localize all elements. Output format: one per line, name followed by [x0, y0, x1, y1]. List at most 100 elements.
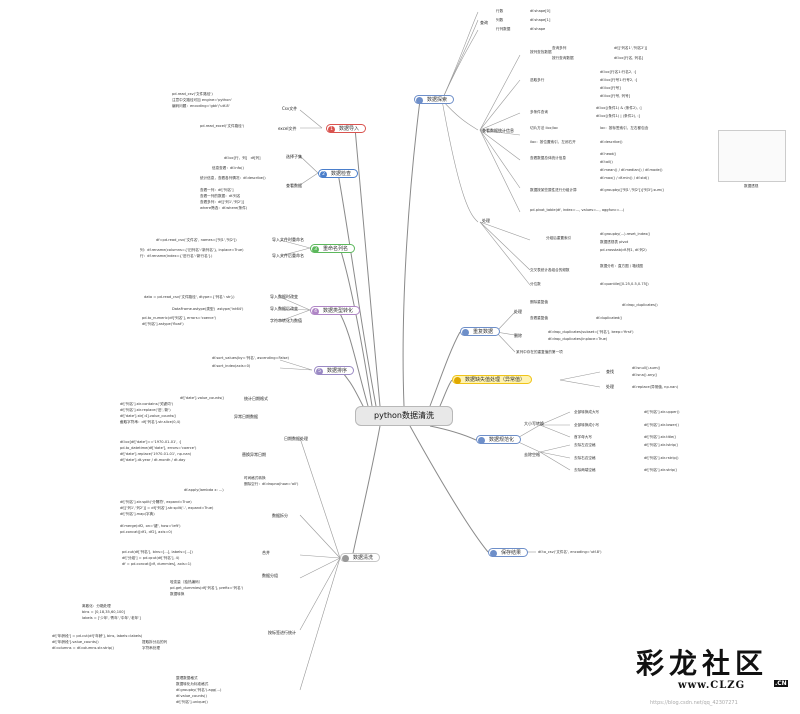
branch-badge — [478, 437, 485, 444]
leaf: 导入文件后重命名 — [272, 253, 304, 258]
leaf: 合并 — [262, 550, 270, 555]
leaf: df.shape[1] — [530, 18, 551, 22]
leaf: df.groupby(...).reset_index() — [600, 232, 651, 236]
leaf: pd.crosstab(df.列1, df.列2) — [600, 248, 647, 252]
branch-clean[interactable]: 数据清洗 — [340, 553, 381, 562]
branch-badge — [342, 555, 349, 562]
leaf: 删除空行：df.dropna(how='all') — [244, 482, 299, 486]
leaf: df['列名'].str.split('分隔符', expand=True) — [120, 500, 192, 504]
leaf: 信息查看：df.info() — [212, 166, 244, 170]
branch-label: 数据导入 — [339, 126, 360, 132]
leaf: df['分组'] = pd.qcut(df['列名'], 4) — [122, 556, 180, 560]
leaf: 导入数据时改变 — [270, 294, 298, 299]
watermark-title: 彩龙社区 — [636, 647, 769, 680]
leaf: df['列名'].str.contains('关键词') — [120, 402, 173, 406]
leaf: 数据按某些属性进行分组计算 — [530, 188, 577, 192]
leaf: df.describe() — [600, 140, 623, 144]
leaf: df.mean() / df.median() / df.mode() — [600, 168, 663, 172]
leaf: 按列查找数据 — [530, 50, 552, 54]
leaf: DataFrame.astype(类型) astype('int64') — [172, 307, 244, 311]
leaf: df[['列名1','列名2']] — [614, 46, 648, 50]
leaf: df['列名'].astype('float') — [142, 322, 184, 326]
leaf: df.shape — [530, 27, 546, 31]
leaf: 数据分布：直方图 / 箱线图 — [600, 264, 644, 268]
branch-label: 数据探索 — [427, 97, 448, 103]
leaf: 哑变量（独热编码） — [170, 580, 203, 584]
branch-duplicates[interactable]: 重复数据 — [460, 327, 501, 336]
leaf: 数据转化为标准格式 — [176, 682, 209, 686]
leaf: df.loc[行名1:行名2, :] — [600, 70, 637, 74]
leaf: df.duplicated() — [596, 316, 623, 320]
leaf: 查看数据 — [286, 183, 302, 188]
leaf: df.drop_duplicates() — [622, 303, 658, 307]
branch-label: 数据缺失值处理（异常值） — [465, 377, 526, 383]
leaf: df.isnull().sum() — [632, 366, 661, 370]
leaf: df.columns = df.columns.str.strip() — [52, 646, 114, 650]
leaf: 统计日期格式 — [244, 396, 268, 401]
leaf: df.groupby(['列1','列2'])['列3'].sum() — [600, 188, 664, 192]
leaf: df['date'].value_counts() — [180, 396, 225, 400]
branch-label: 保存结果 — [501, 550, 522, 556]
leaf: 交叉表统计各组合的频数 — [530, 268, 570, 272]
leaf: 多条件查询 — [530, 110, 548, 114]
leaf: Csv文件 — [282, 106, 298, 111]
leaf: where筛选：df.where(条件) — [200, 206, 248, 210]
leaf: 查看数据总体统计信息 — [530, 156, 566, 160]
leaf: 行数 — [496, 9, 504, 13]
leaf: pd.pivot_table(df, index=..., values=...… — [530, 208, 625, 212]
leaf: 数据透视表 pivot — [600, 240, 629, 244]
leaf: df.sort_index(axis=0) — [212, 364, 251, 368]
leaf: df['年龄段'].value_counts() — [52, 640, 99, 644]
leaf: df.iloc[行号] — [600, 86, 621, 90]
leaf: 去除两端空格 — [574, 468, 596, 472]
leaf: 数据拆分 — [272, 513, 288, 518]
leaf: df.to_csv('文件名', encoding='utf-8') — [538, 550, 602, 554]
branch-badge: 5 — [316, 368, 323, 375]
leaf: df.loc[(条件1) | (条件2), :] — [596, 114, 640, 118]
branch-label: 数据类型转化 — [323, 308, 354, 314]
branch-badge: 3 — [312, 246, 319, 253]
leaf: 首字母大写 — [574, 435, 592, 439]
leaf: 某列中存在的重复值的第一项 — [516, 350, 563, 354]
central-topic[interactable]: python数据清洗 — [355, 406, 453, 426]
leaf: df['列名'].unique() — [176, 700, 208, 704]
leaf: 查看一列的数据：df.列名 — [200, 194, 241, 198]
leaf: 处理 — [514, 309, 522, 314]
leaf: 分组后重置索引 — [546, 236, 572, 240]
leaf: df.shape[0] — [530, 9, 551, 13]
leaf: df.replace(异常值, np.nan) — [632, 385, 679, 389]
branch-badge — [490, 550, 497, 557]
branch-view[interactable]: 数据探索 — [414, 95, 455, 104]
leaf: df.merge(df2, on='键', how='left') — [120, 524, 181, 528]
leaf: 查看多列：df[['列1','列2']] — [200, 200, 244, 204]
leaf: df.loc[行，列] df[列] — [224, 156, 261, 160]
leaf: 注意中文路径可加 engine='python' — [172, 98, 232, 102]
branch-standardize[interactable]: 数据规范化 — [476, 435, 522, 444]
leaf: df.groupby('列名').agg(...) — [176, 688, 222, 692]
leaf: df.isna().any() — [632, 373, 658, 377]
leaf: df['date'].str[:4].value_counts() — [120, 414, 177, 418]
leaf: data = pd.read_csv('文件路径', dtype={'列名': … — [144, 295, 235, 299]
leaf: df['列名'].str.replace('旧','新') — [120, 408, 171, 412]
leaf: 去除左边空格 — [574, 443, 596, 447]
leaf: df.apply(lambda x: ...) — [184, 488, 224, 492]
leaf: 数据透视 — [744, 184, 759, 188]
branch-missing[interactable]: 数据缺失值处理（异常值） — [452, 375, 533, 384]
leaf: pd.read_csv('文件路径') — [172, 92, 213, 96]
leaf: 选择子集 — [286, 154, 302, 159]
leaf: 处理 — [606, 384, 614, 389]
leaf: df.head() — [600, 152, 617, 156]
leaf: df.loc[(条件1) & (条件2), :] — [596, 106, 642, 110]
branch-save[interactable]: 保存结果 — [488, 548, 529, 557]
leaf: df['列名'].str.strip() — [644, 468, 678, 472]
preview-thumbnail — [718, 130, 786, 182]
leaf: labels = ['少年','青年','中年','老年'] — [82, 616, 141, 620]
leaf: 数据转换 — [170, 592, 185, 596]
branch-badge — [416, 97, 423, 104]
